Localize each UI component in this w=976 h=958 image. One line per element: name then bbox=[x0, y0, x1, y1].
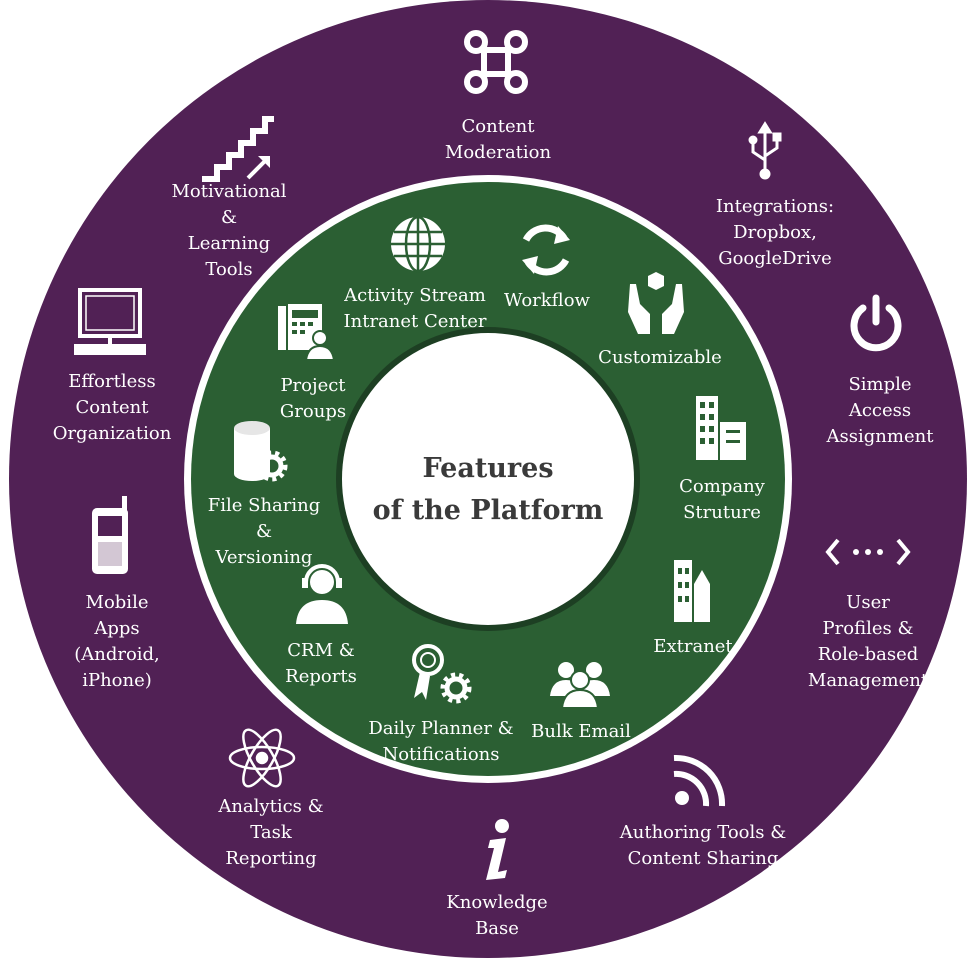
feature-label-line: Reports bbox=[285, 666, 357, 687]
feature-label-activity-stream: Activity Stream Intranet Center bbox=[344, 283, 487, 335]
refresh-icon bbox=[522, 224, 570, 276]
feature-label-analytics: Analytics & Task Reporting bbox=[218, 794, 323, 872]
feature-label-line: Simple bbox=[848, 374, 912, 395]
feature-label-motivational: Motivational & Learning Tools bbox=[171, 179, 286, 283]
feature-label-line: Motivational bbox=[171, 181, 287, 202]
feature-label-content-organization: Effortless Content Organization bbox=[53, 369, 172, 447]
award-gear-icon bbox=[412, 644, 472, 704]
feature-label-line: Apps bbox=[94, 618, 140, 639]
feature-label-line: Management bbox=[807, 670, 929, 691]
feature-label-line: (Android, bbox=[74, 644, 160, 665]
feature-label-line: Effortless bbox=[68, 371, 156, 392]
feature-label-line: & bbox=[255, 521, 273, 542]
feature-label-line: Assignment bbox=[826, 426, 934, 447]
feature-label-line: Content Sharing bbox=[627, 848, 779, 869]
feature-label-line: Content bbox=[75, 397, 149, 418]
feature-label-line: Mobile bbox=[85, 592, 149, 613]
feature-label-line: Versioning bbox=[215, 547, 313, 568]
rss-icon bbox=[673, 754, 726, 807]
feature-label-line: Learning bbox=[187, 233, 271, 254]
feature-label-line: Knowledge bbox=[446, 892, 548, 913]
feature-label-line: Authoring Tools & bbox=[619, 822, 787, 843]
globe-icon bbox=[391, 215, 445, 273]
feature-label-user-profiles: User Profiles & Role-based Management bbox=[808, 590, 928, 694]
feature-label-knowledge-base: Knowledge Base bbox=[446, 890, 547, 942]
feature-label-daily-planner: Daily Planner & Notifications bbox=[368, 716, 513, 768]
usb-icon bbox=[748, 121, 782, 180]
stairs-icon bbox=[202, 116, 274, 182]
feature-label-line: Daily Planner & bbox=[368, 718, 514, 739]
feature-label-mobile-apps: Mobile Apps (Android, iPhone) bbox=[74, 590, 160, 694]
feature-label-line: Dropbox, bbox=[733, 222, 817, 243]
feature-label-line: Struture bbox=[683, 502, 761, 523]
code-dots-icon bbox=[825, 538, 911, 566]
feature-label-line: CRM & bbox=[287, 640, 355, 661]
feature-label-line: Base bbox=[475, 918, 519, 939]
feature-label-line: Bulk Email bbox=[531, 721, 631, 742]
title-line-2: of the Platform bbox=[372, 495, 604, 526]
feature-label-line: Notifications bbox=[382, 744, 500, 765]
feature-label-line: GoogleDrive bbox=[718, 248, 832, 269]
feature-label-line: Organization bbox=[52, 423, 172, 444]
feature-label-line: Role-based bbox=[817, 644, 919, 665]
feature-label-line: Integrations: bbox=[715, 196, 835, 217]
feature-label-line: Analytics & bbox=[218, 796, 324, 817]
feature-label-line: Tools bbox=[205, 259, 253, 280]
feature-label-line: Profiles & bbox=[822, 618, 914, 639]
city-icon bbox=[674, 560, 710, 622]
feature-label-line: Content bbox=[461, 116, 535, 137]
feature-label-authoring-tools: Authoring Tools & Content Sharing bbox=[620, 820, 786, 872]
feature-label-company-structure: Company Struture bbox=[679, 474, 765, 526]
feature-label-line: Extranet bbox=[653, 636, 733, 657]
feature-label-line: Customizable bbox=[598, 347, 722, 368]
title-line-1: Features bbox=[422, 453, 554, 484]
phone-users-icon bbox=[278, 304, 336, 361]
headset-user-icon bbox=[296, 564, 348, 624]
feature-label-line: Intranet Center bbox=[343, 311, 487, 332]
atom-icon bbox=[228, 728, 296, 788]
feature-label-line: Company bbox=[679, 476, 765, 497]
feature-label-bulk-email: Bulk Email bbox=[531, 719, 631, 745]
mobile-phone-icon bbox=[92, 496, 128, 574]
feature-label-project-groups: Project Groups bbox=[280, 373, 346, 425]
people-group-icon bbox=[550, 662, 610, 709]
command-key-icon bbox=[464, 30, 528, 94]
feature-label-line: File Sharing bbox=[207, 495, 321, 516]
center-circle bbox=[342, 333, 634, 625]
feature-label-line: iPhone) bbox=[82, 670, 152, 691]
feature-label-line: Moderation bbox=[444, 142, 552, 163]
feature-label-content-moderation: Content Moderation bbox=[445, 114, 551, 166]
monitor-icon bbox=[74, 288, 146, 355]
feature-label-line: Groups bbox=[279, 401, 347, 422]
feature-label-line: Workflow bbox=[504, 290, 590, 311]
info-icon bbox=[486, 819, 509, 880]
feature-label-file-sharing: File Sharing & Versioning bbox=[208, 493, 321, 571]
feature-label-workflow: Workflow bbox=[504, 288, 590, 314]
feature-label-line: Access bbox=[848, 400, 912, 421]
power-icon bbox=[850, 294, 902, 352]
feature-label-line: & bbox=[220, 207, 238, 228]
database-gear-icon bbox=[234, 421, 288, 482]
hands-cube-icon bbox=[628, 272, 684, 334]
feature-label-line: Project bbox=[280, 375, 346, 396]
feature-label-crm-reports: CRM & Reports bbox=[285, 638, 357, 690]
feature-label-extranet: Extranet bbox=[653, 634, 732, 660]
feature-label-integrations: Integrations: Dropbox, GoogleDrive bbox=[716, 194, 834, 272]
feature-label-customizable: Customizable bbox=[598, 345, 722, 371]
page-title: Features of the Platform bbox=[373, 448, 604, 532]
feature-label-line: Task bbox=[250, 822, 292, 843]
feature-label-simple-access: Simple Access Assignment bbox=[827, 372, 934, 450]
buildings-icon bbox=[696, 396, 746, 460]
feature-label-line: User bbox=[846, 592, 890, 613]
feature-label-line: Activity Stream bbox=[344, 285, 486, 306]
feature-label-line: Reporting bbox=[225, 848, 317, 869]
